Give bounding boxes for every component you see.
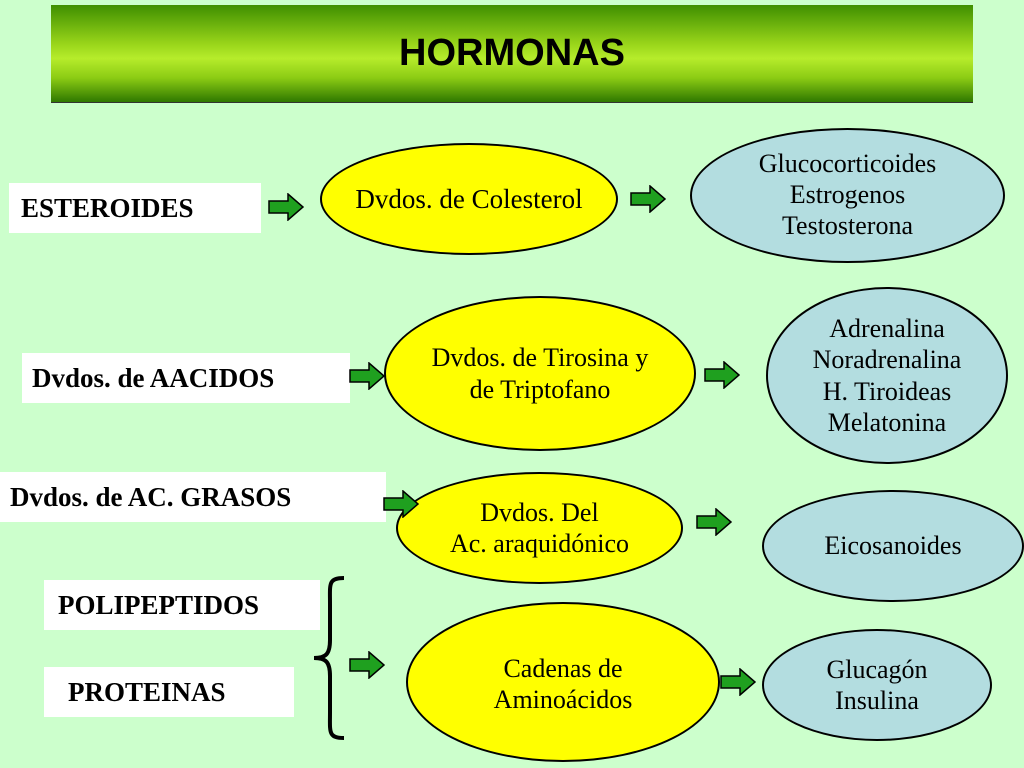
source-colesterol-text: Dvdos. de Colesterol [355,183,583,214]
arrow-right-icon [630,185,666,213]
product-amino-1: Adrenalina [829,314,945,344]
label-proteinas-text: PROTEINAS [68,676,226,707]
source-aminoacidos: Cadenas de Aminoácidos [406,602,720,762]
brace-icon [313,576,345,740]
title-banner: HORMONAS [51,5,973,102]
product-steroid-hormones: Glucocorticoides Estrogenos Testosterona [690,128,1005,263]
label-polipeptidos: POLIPEPTIDOS [44,580,320,630]
arrow-right-icon [696,508,732,536]
product-amino-hormones: Adrenalina Noradrenalina H. Tiroideas Me… [766,287,1008,464]
source-tirosina-line1: Dvdos. de Tirosina y [431,343,649,373]
source-aminoacidos-line2: Aminoácidos [493,685,633,714]
label-aacidos: Dvdos. de AACIDOS [22,353,350,403]
label-polipeptidos-text: POLIPEPTIDOS [58,589,260,620]
product-steroid-3: Testosterona [781,210,913,240]
product-amino-4: Melatonina [827,407,947,437]
product-peptide-2: Insulina [835,686,919,715]
label-acgrasos: Dvdos. de AC. GRASOS [0,472,386,522]
product-lipid-hormones: Eicosanoides [762,490,1024,602]
label-esteroides-text: ESTEROIDES [21,192,194,223]
product-steroid-1: Glucocorticoides [758,149,937,179]
arrow-right-icon [704,361,740,389]
source-colesterol: Dvdos. de Colesterol [320,143,618,255]
label-proteinas: PROTEINAS [44,667,294,717]
product-amino-3: H. Tiroideas [822,376,952,406]
arrow-right-icon [349,651,385,679]
source-araquidonico-line1: Dvdos. Del [480,497,599,527]
source-tirosina-line2: de Triptofano [469,374,611,404]
product-amino-2: Noradrenalina [812,345,962,375]
arrow-right-icon [383,490,419,518]
arrow-right-icon [349,362,385,390]
page-title: HORMONAS [399,32,625,74]
product-peptide-hormones: Glucagón Insulina [762,629,992,741]
product-peptide-1: Glucagón [826,654,928,684]
label-esteroides: ESTEROIDES [9,183,261,233]
source-aminoacidos-line1: Cadenas de [503,653,623,683]
arrow-right-icon [720,668,756,696]
label-aacidos-text: Dvdos. de AACIDOS [32,362,275,393]
source-araquidonico-line2: Ac. araquidónico [449,529,630,558]
source-araquidonico: Dvdos. Del Ac. araquidónico [396,472,683,584]
product-steroid-2: Estrogenos [789,180,906,210]
product-lipid-1: Eicosanoides [824,531,962,561]
arrow-right-icon [268,193,304,221]
label-acgrasos-text: Dvdos. de AC. GRASOS [10,481,292,512]
source-tirosina: Dvdos. de Tirosina y de Triptofano [384,296,696,451]
